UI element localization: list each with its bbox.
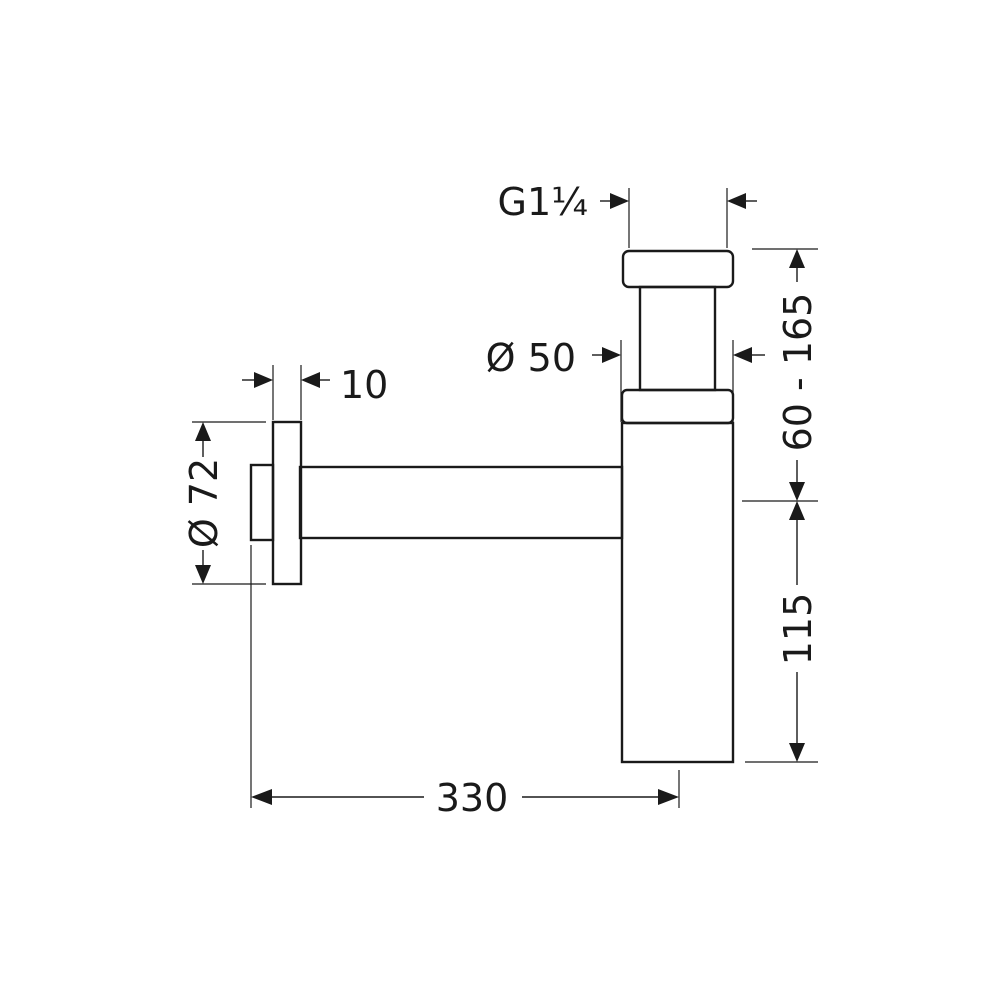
arrow-right-icon: [610, 193, 629, 209]
dimension-diameter-50: [592, 347, 765, 363]
arrow-left-icon: [301, 372, 320, 388]
top-cap: [621, 249, 735, 289]
siphon-body: [620, 421, 735, 764]
arrow-down-icon: [195, 565, 211, 584]
extension-lines: [192, 188, 818, 808]
height-adjust-tube: [638, 285, 717, 392]
label-body-height: 115: [776, 593, 820, 666]
label-rosette-thickness: 10: [340, 363, 388, 407]
dimension-projection: [251, 789, 679, 805]
arrow-up-icon: [789, 501, 805, 520]
arrow-right-icon: [254, 372, 273, 388]
dimension-height-range: [789, 249, 805, 501]
arrow-right-icon: [658, 789, 679, 805]
wall-stub: [249, 463, 275, 542]
outlet-pipe: [298, 465, 624, 540]
label-rosette-diameter: Ø 72: [182, 458, 226, 548]
arrow-down-icon: [789, 482, 805, 501]
arrow-right-icon: [602, 347, 621, 363]
label-pipe-diameter: Ø 50: [486, 336, 576, 380]
label-projection: 330: [436, 776, 509, 820]
arrow-up-icon: [789, 249, 805, 268]
arrow-left-icon: [251, 789, 272, 805]
label-height-range: 60 - 165: [776, 293, 820, 452]
dimension-g1-1-4: [600, 193, 757, 209]
dimension-rosette-thickness: [242, 372, 330, 388]
arrow-left-icon: [727, 193, 746, 209]
arrow-down-icon: [789, 743, 805, 762]
dimension-rosette-diameter: [195, 422, 211, 584]
wall-rosette: [271, 420, 303, 586]
siphon-outline: [249, 249, 735, 764]
arrow-up-icon: [195, 422, 211, 441]
body-collar: [620, 388, 735, 425]
arrow-left-icon: [733, 347, 752, 363]
label-thread: G1¼: [498, 180, 588, 224]
dimension-body-height: [789, 501, 805, 762]
